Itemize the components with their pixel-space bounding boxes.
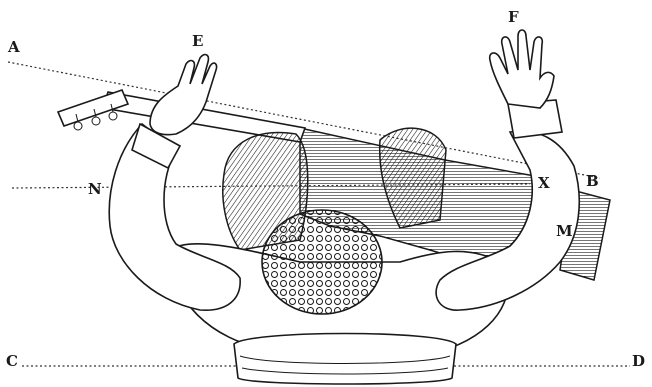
stool bbox=[234, 334, 456, 385]
head-curly-hair bbox=[262, 210, 382, 314]
label-n: N bbox=[88, 180, 102, 198]
right-hand bbox=[490, 30, 554, 108]
label-x: X bbox=[538, 174, 550, 192]
guitar-headstock bbox=[58, 90, 128, 126]
label-a: A bbox=[7, 38, 20, 56]
label-e: E bbox=[192, 32, 203, 50]
label-b: B bbox=[586, 172, 599, 190]
label-c: C bbox=[6, 352, 18, 370]
label-f: F bbox=[508, 8, 519, 26]
label-m: M bbox=[556, 222, 573, 240]
label-d: D bbox=[632, 352, 645, 370]
